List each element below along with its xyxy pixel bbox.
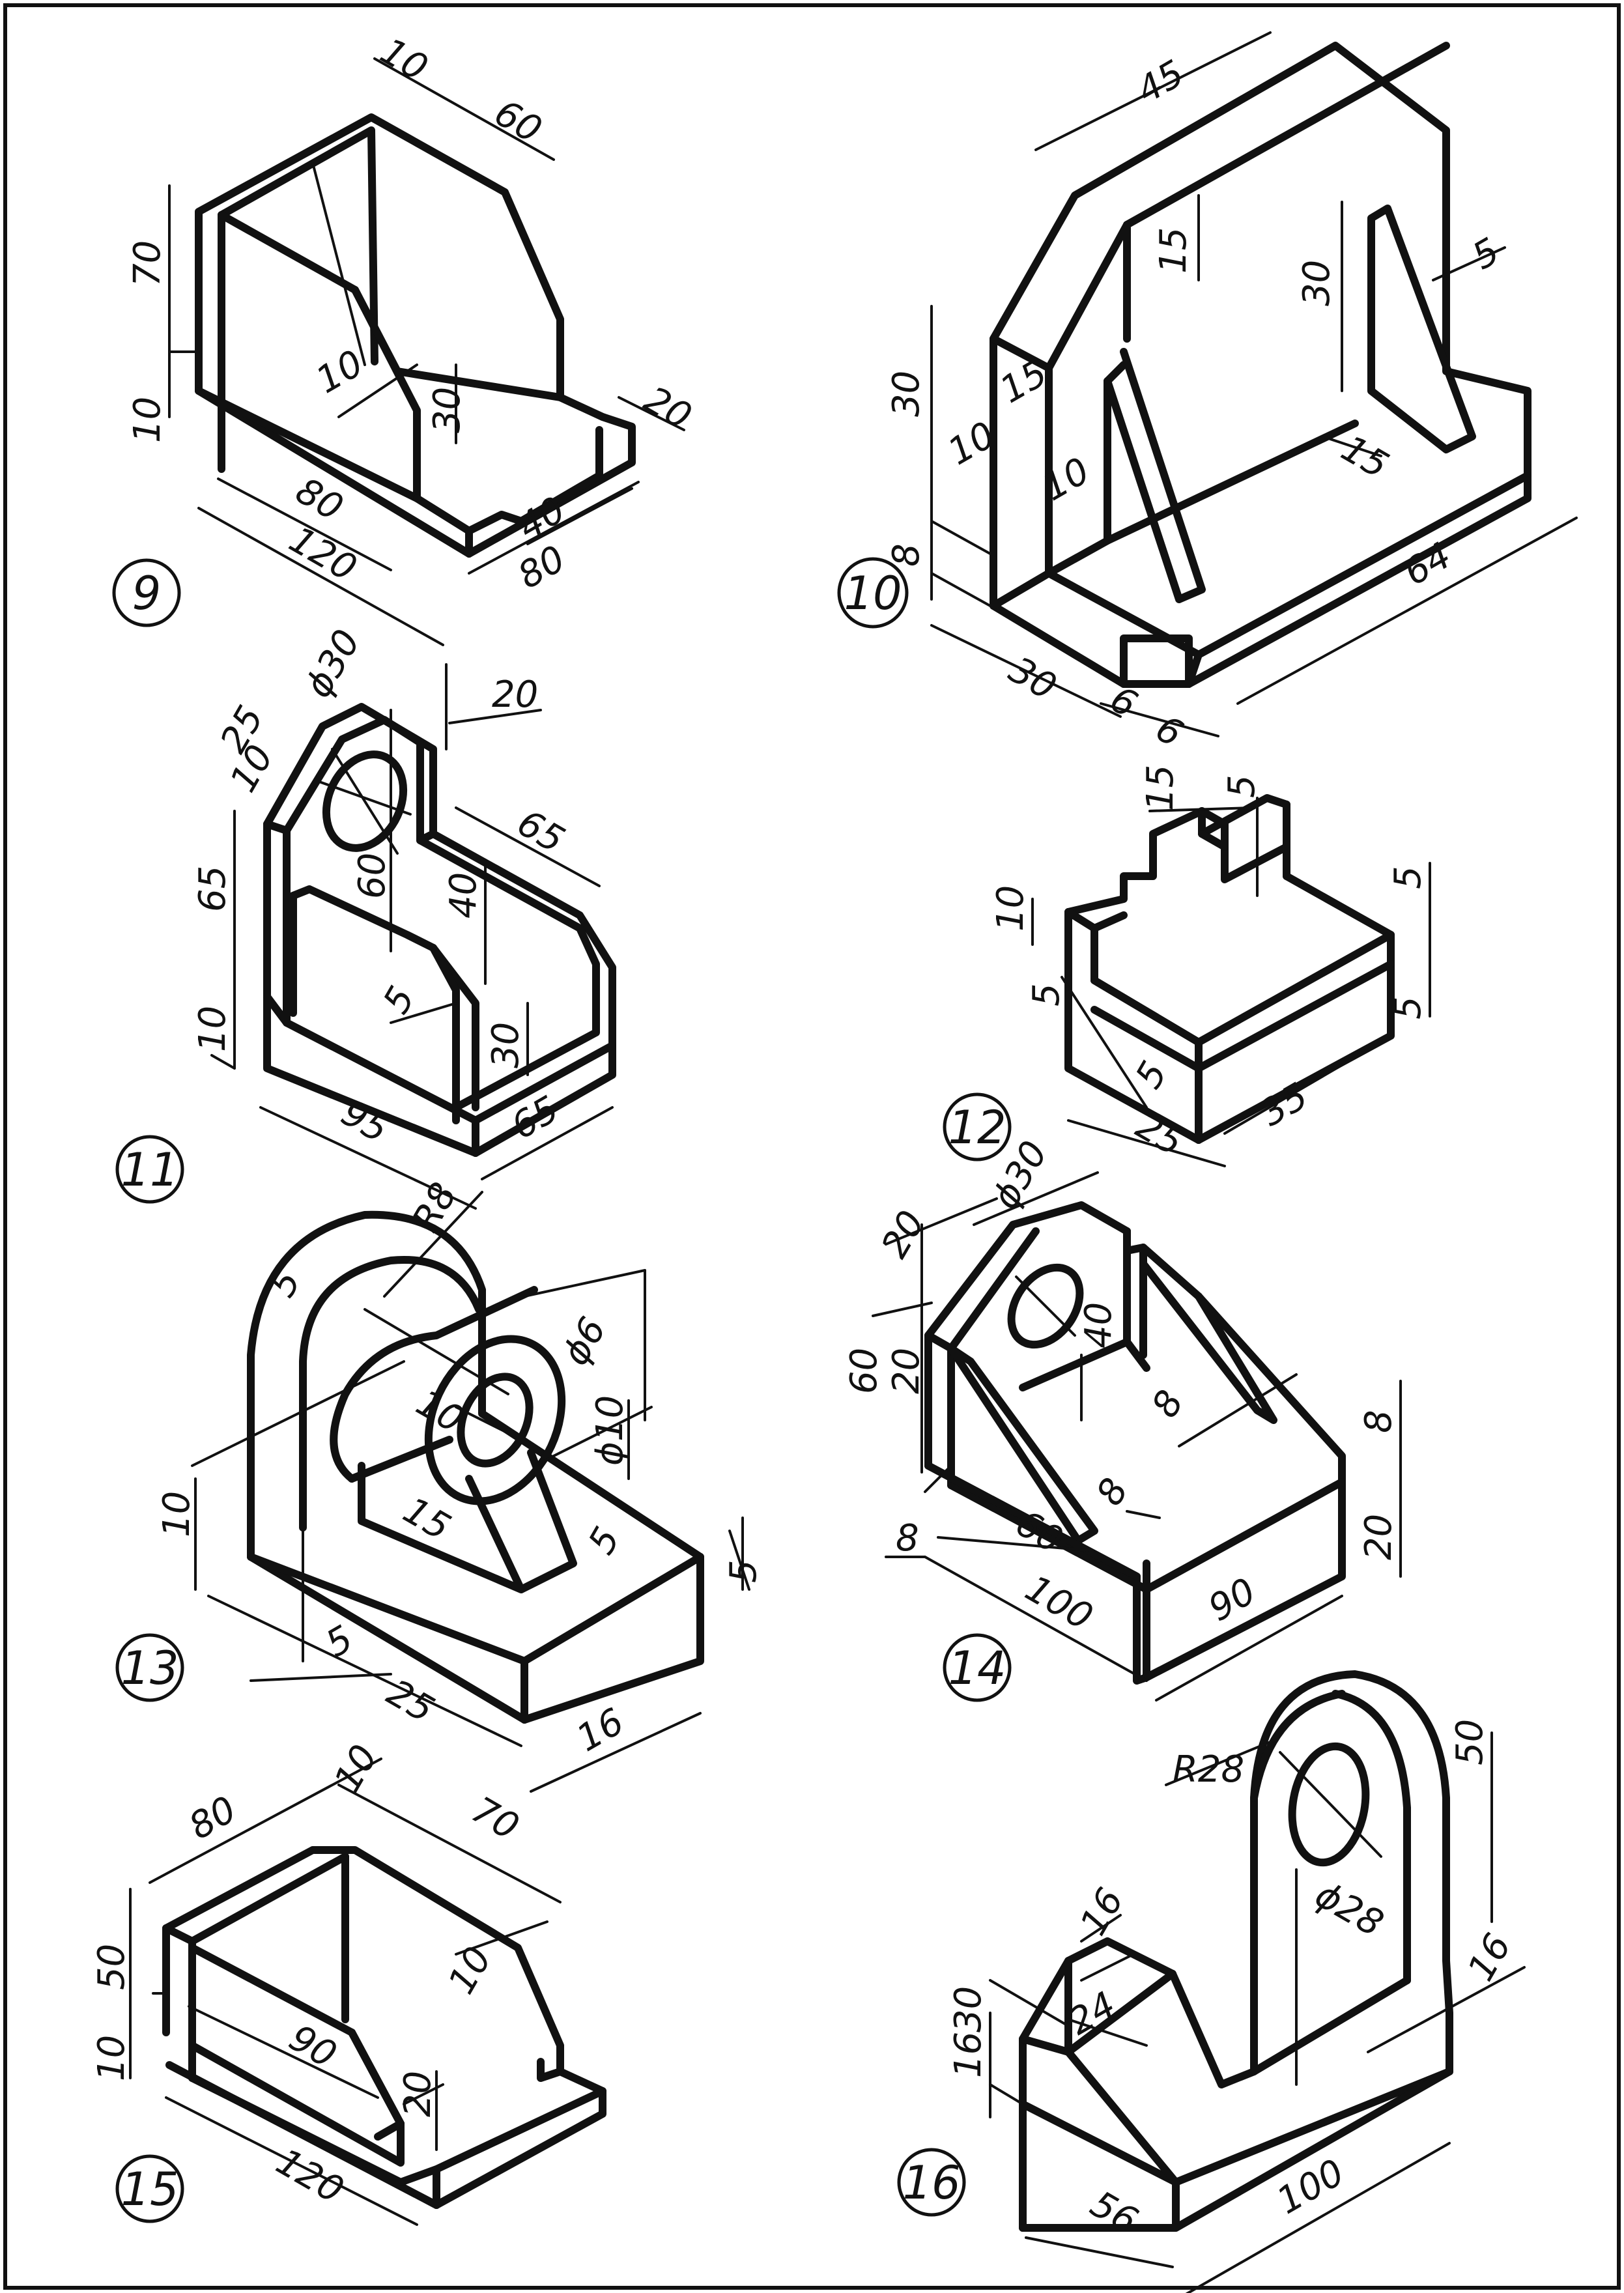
dim-label: 10	[126, 397, 169, 443]
dim-label: 15	[1334, 427, 1395, 487]
dim-label: R28	[1173, 1748, 1244, 1791]
dim-label: R8	[405, 1176, 466, 1239]
dim-label: 10	[440, 1940, 500, 2001]
dim-label: ϕ28	[1308, 1873, 1390, 1945]
dim-label: 5	[319, 1617, 360, 1666]
figure-number: 12	[948, 1101, 1006, 1154]
dim-label: 70	[464, 1789, 526, 1849]
dim-label: 20	[1358, 1514, 1400, 1560]
figure-13: R8 5 ϕ6 ϕ10 10 10 15 5 5 5 25 16 13	[115, 1176, 765, 1793]
figure-number: 11	[121, 1143, 178, 1197]
dim-label: 20	[874, 1204, 933, 1265]
dim-label: 40	[442, 872, 485, 919]
dim-label: 80	[182, 1788, 244, 1848]
dim-label: 15	[1152, 227, 1195, 274]
figure-number: 13	[121, 1642, 178, 1695]
dim-label: 70	[126, 240, 169, 287]
dim-label: 5	[1025, 983, 1068, 1006]
dim-label: 30	[426, 387, 468, 433]
figure-number: 9	[132, 567, 162, 620]
dim-label: 6	[1148, 707, 1190, 756]
dim-label: 45	[1130, 52, 1191, 112]
figure-number-circle	[943, 1633, 1012, 1702]
dim-label: 60	[487, 92, 548, 152]
dim-label: 8	[1144, 1384, 1192, 1425]
dim-label: 20	[397, 2071, 439, 2117]
dim-label: 120	[282, 519, 363, 590]
dim-label: 5	[1387, 996, 1429, 1019]
dim-label: 65	[510, 802, 571, 862]
figure-number: 15	[121, 2163, 178, 2216]
dim-label: 100	[1018, 1567, 1100, 1639]
dim-label: 10	[156, 1491, 198, 1537]
dim-label: 16	[570, 1700, 631, 1760]
dim-label: 5	[261, 1263, 309, 1304]
figure-11: 25 ϕ30 20 10 65 60 40 65 5 10 30 95 65 1…	[115, 623, 616, 1210]
figure-number-circle	[115, 1135, 184, 1204]
figure-15: 10 80 70 50 10 10 90 20 120 15	[91, 1738, 606, 2226]
figure-number-circle	[837, 557, 909, 629]
dim-label: 8	[896, 1517, 919, 1560]
dim-label: 8	[1358, 1410, 1400, 1433]
dim-label: 5	[722, 1560, 765, 1583]
dim-label: 16	[1072, 1881, 1132, 1943]
dim-label: 8	[1089, 1472, 1137, 1513]
figure-number: 16	[902, 2156, 960, 2210]
dim-label: 65	[192, 866, 234, 912]
dim-label: 30	[885, 371, 928, 417]
dim-label: ϕ30	[297, 623, 369, 705]
dim-label: 25	[1129, 1105, 1190, 1165]
figure-number-circle	[943, 1092, 1012, 1161]
dim-label: 15	[1139, 765, 1182, 811]
dim-label: 5	[580, 1520, 629, 1561]
figure-number: 10	[844, 567, 902, 620]
dim-label: ϕ10	[589, 1395, 631, 1466]
dim-label: 30	[1002, 649, 1063, 709]
figure-number: 14	[948, 1642, 1006, 1695]
dim-label: 10	[91, 2035, 133, 2081]
dim-label: 10	[990, 885, 1032, 932]
figure-10: 45 15 30 5 15 30 10 10 8 15 64 30 6 6 10	[837, 31, 1578, 756]
figure-12: 15 5 5 10 5 5 5 25 35 12	[943, 765, 1431, 1167]
dim-label: 10	[373, 30, 434, 90]
dim-label: 16	[1460, 1927, 1520, 1988]
figure-number-circle	[897, 2148, 966, 2217]
dim-label: 60	[843, 1348, 885, 1394]
sheet-border	[3, 3, 1621, 2290]
figure-number-circle	[115, 2154, 184, 2223]
dim-label: 10	[192, 1006, 234, 1052]
dim-label: 100	[1270, 2151, 1352, 2223]
dim-label: 60	[351, 853, 393, 899]
dim-label: 16	[947, 2032, 990, 2078]
dim-label: 5	[1221, 775, 1263, 798]
figure-14: ϕ30 20 40 60 20 8 8 8 8 60 100 20 90 14	[843, 1134, 1402, 1702]
dim-label: 40	[1077, 1302, 1120, 1348]
dim-label: 30	[1296, 260, 1338, 306]
dim-label: 30	[947, 1986, 990, 2032]
figure-9: 10 60 70 10 10 30 20 80 120 40 80 9	[112, 30, 698, 646]
dim-label: 10	[1036, 449, 1097, 509]
dim-label: 20	[637, 378, 698, 438]
dim-label: 10	[326, 1738, 386, 1799]
dim-label: 8	[885, 543, 928, 567]
figure-number-circle	[112, 558, 181, 627]
dim-label: 5	[1387, 866, 1429, 889]
figure-16: R28 50 16 ϕ28 30 24 16 16 100 56 16	[897, 1670, 1526, 2293]
dim-label: 20	[492, 674, 538, 716]
dim-label: 50	[1449, 1719, 1491, 1765]
dim-label: 20	[885, 1348, 928, 1394]
dim-label: 25	[380, 1672, 441, 1731]
dim-label: 50	[91, 1944, 133, 1990]
dim-label: 30	[485, 1022, 527, 1068]
figure-number-circle	[115, 1633, 184, 1702]
dim-label: 5	[1466, 230, 1507, 278]
dim-label: 56	[1083, 2183, 1145, 2243]
dim-label: ϕ6	[554, 1311, 615, 1373]
